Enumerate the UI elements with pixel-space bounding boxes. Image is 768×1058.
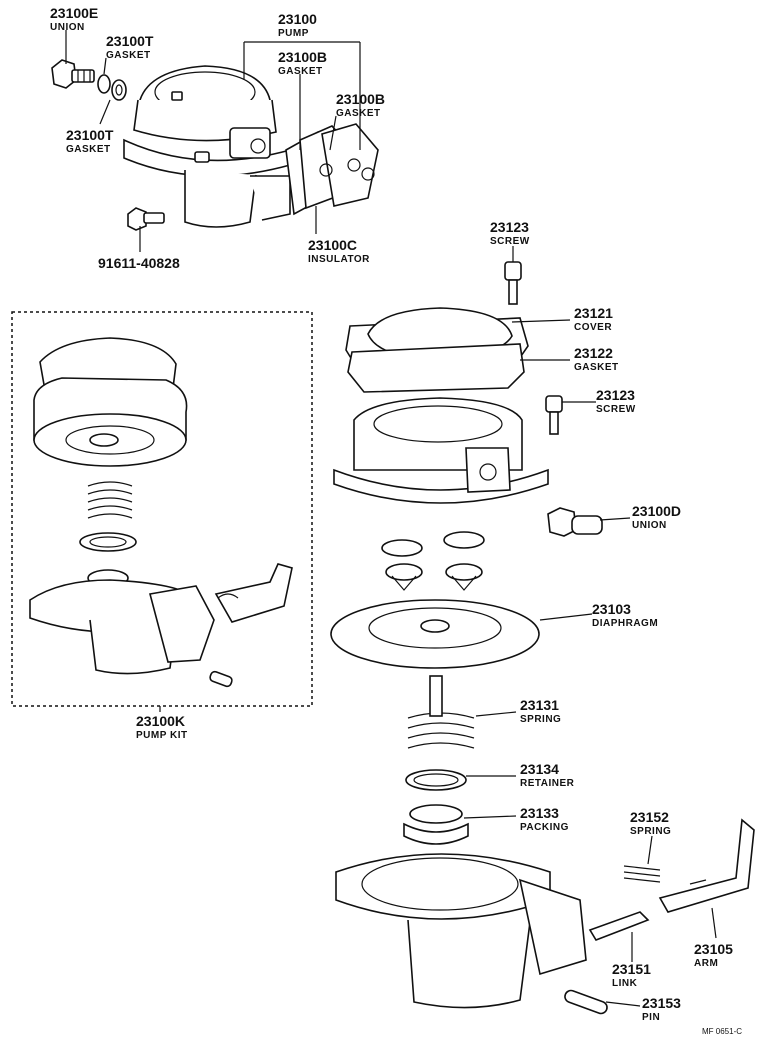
bolt-91611-drawing [127,207,165,231]
part-number: 23103 [592,601,631,617]
screw-23123-top-drawing [504,261,522,305]
label-23123-second: 23123 SCREW [596,387,636,415]
part-number: 23100T [66,127,114,143]
part-number: 91611-40828 [98,255,180,271]
part-number: 23153 [642,995,681,1011]
part-number: 23100B [336,91,385,107]
label-23103: 23103 DIAPHRAGM [592,601,658,629]
part-number: 23123 [490,219,529,235]
part-name: SCREW [596,404,636,415]
part-number: 23100B [278,49,327,65]
part-number: 23105 [694,941,733,957]
part-name: GASKET [336,108,381,119]
part-number: 23134 [520,761,559,777]
label-23100d: 23100D UNION [632,503,681,531]
pump-kit-box [11,311,313,707]
label-23105: 23105 ARM [694,941,733,969]
label-91611: 91611-40828 [98,255,180,271]
label-23100b-lower: 23100B GASKET [336,91,385,119]
part-name: GASKET [278,66,323,77]
part-name: PACKING [520,822,569,833]
label-23100e: 23100E UNION [50,5,98,33]
part-name: GASKET [106,50,151,61]
part-number: 23100E [50,5,98,21]
assembled-pump-drawing [51,59,379,231]
part-name: UNION [50,22,85,33]
label-23152: 23152 SPRING [630,809,671,837]
screw-23123-second-drawing [545,395,563,435]
union-gaskets-drawing [97,74,127,101]
label-23153: 23153 PIN [642,995,681,1023]
part-number: 23100C [308,237,357,253]
part-name: PUMP [278,28,309,39]
part-number: 23122 [574,345,613,361]
part-name: GASKET [66,144,111,155]
part-number: 23100 [278,11,317,27]
part-name: INSULATOR [308,254,370,265]
label-23122: 23122 GASKET [574,345,619,373]
part-name: GASKET [574,362,619,373]
label-23100: 23100 PUMP [278,11,317,39]
label-23133: 23133 PACKING [520,805,569,833]
part-name: ARM [694,958,718,969]
part-name: SPRING [630,826,671,837]
part-number: 23151 [612,961,651,977]
part-name: PUMP KIT [136,730,188,741]
part-number: 23100K [136,713,185,729]
part-number: 23100D [632,503,681,519]
label-23131: 23131 SPRING [520,697,561,725]
label-23121: 23121 COVER [574,305,613,333]
label-23100t-lower: 23100T GASKET [66,127,114,155]
part-name: LINK [612,978,638,989]
part-name: RETAINER [520,778,575,789]
label-23100k: 23100K PUMP KIT [136,713,188,741]
figure-code: MF 0651-C [702,1027,742,1036]
exploded-stack-drawing [330,261,755,1015]
label-23134: 23134 RETAINER [520,761,575,789]
part-name: DIAPHRAGM [592,618,658,629]
part-name: UNION [632,520,667,531]
label-23123-top: 23123 SCREW [490,219,530,247]
part-number: 23133 [520,805,559,821]
label-23100b-upper: 23100B GASKET [278,49,327,77]
label-23151: 23151 LINK [612,961,651,989]
part-number: 23131 [520,697,559,713]
part-name: COVER [574,322,612,333]
part-name: SPRING [520,714,561,725]
part-number: 23152 [630,809,669,825]
part-number: 23121 [574,305,613,321]
union-23100d-drawing [547,507,603,537]
part-name: PIN [642,1012,660,1023]
part-number: 23123 [596,387,635,403]
part-name: SCREW [490,236,530,247]
label-23100c: 23100C INSULATOR [308,237,370,265]
label-23100t-top: 23100T GASKET [106,33,154,61]
union-bolt-drawing [51,59,95,89]
part-number: 23100T [106,33,154,49]
leader-lines [65,30,717,1007]
